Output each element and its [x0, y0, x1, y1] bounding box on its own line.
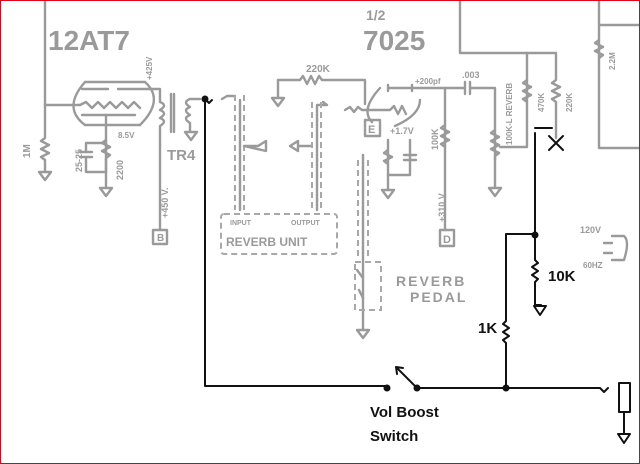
label-reverb-output: OUTPUT [291, 220, 321, 227]
ground-icon [242, 139, 268, 153]
node-d [438, 228, 456, 248]
original-schematic: 1M 12AT7 25-25 2200 8.5V +425V TR4 +450 … [22, 0, 640, 340]
reverb-pedal-box [354, 261, 382, 311]
resistor-1k [502, 233, 536, 389]
capacitor-25 [78, 141, 108, 174]
label-25-25: 25-25 [74, 149, 84, 172]
reverb-output-shield [311, 102, 322, 210]
resistor-1m [39, 103, 51, 174]
label-100k-reverb: 100K-L REVERB [505, 83, 514, 145]
transformer-primary [146, 87, 166, 137]
ground-icon [183, 130, 199, 142]
label-node-b: B [157, 233, 164, 244]
ground-icon [270, 78, 286, 108]
reverb-unit-box [220, 213, 338, 255]
transformer-core [169, 92, 176, 134]
label-switch: Switch [370, 428, 418, 445]
label-1k: 1K [478, 320, 497, 337]
reverb-pedal-shield [357, 160, 369, 260]
ground-icon [355, 328, 371, 340]
label-220k-top: 220K [306, 64, 331, 75]
vol-boost-switch-icon[interactable] [395, 366, 418, 389]
pedal-switch-icon [355, 268, 365, 300]
label-003: .003 [462, 70, 480, 80]
label-reverb-unit: REVERB UNIT [226, 235, 308, 249]
label-10k: 10K [548, 268, 576, 285]
resistor-100k [439, 123, 451, 149]
label-reverb-input: INPUT [230, 220, 252, 227]
tube-heater [366, 104, 408, 116]
mains-plug-icon [602, 234, 629, 262]
label-7025: 7025 [363, 25, 425, 56]
label-2200: 2200 [115, 160, 125, 180]
vol-boost-modification: 1K 10K Vol Boost Switch [201, 95, 631, 445]
label-100k: 100K [430, 128, 440, 150]
switch-contact [383, 384, 391, 392]
wire [204, 98, 213, 104]
wire [204, 98, 386, 387]
label-vol-boost: Vol Boost [370, 404, 439, 421]
tube-envelope [138, 80, 155, 127]
tube-envelope [72, 80, 87, 127]
wire [343, 105, 370, 114]
reverb-input-shield [234, 95, 245, 210]
label-tube2-fraction: 1/2 [366, 7, 386, 23]
label-200pf: +200pf [415, 77, 441, 86]
resistor-10k [531, 234, 539, 306]
label-60hz: 60HZ [583, 261, 603, 270]
label-12at7: 12AT7 [48, 25, 130, 56]
resistor-220k-top [276, 74, 367, 106]
label-reverb-pedal-2: PEDAL [410, 289, 467, 305]
tube-heater [78, 100, 142, 110]
label-1m: 1M [22, 144, 33, 158]
ground-icon [288, 139, 314, 153]
capacitor-003 [443, 80, 497, 162]
label-425v: +425V [145, 56, 154, 80]
reverb-input-line [220, 94, 242, 212]
label-cathode-e: E [368, 124, 375, 136]
potentiometer-reverb [487, 128, 503, 198]
resistor-2-2m [593, 38, 605, 60]
resistor-470k [521, 78, 533, 104]
label-470k: 470K [537, 93, 546, 112]
label-8-5v: 8.5V [118, 131, 135, 140]
cathode-marker [363, 118, 382, 138]
cut-mark-icon [548, 135, 564, 151]
label-450v: +450 V. [160, 188, 170, 218]
label-tr4: TR4 [167, 147, 196, 164]
ground-icon [380, 173, 396, 200]
label-220k: 220K [565, 93, 574, 112]
label-reverb-pedal-1: REVERB [396, 273, 466, 289]
ground-icon [617, 411, 631, 444]
resistor-220k [458, 0, 562, 140]
transformer-secondary [184, 97, 202, 133]
tube-envelope [83, 80, 147, 127]
label-2-2m: 2.2M [608, 52, 617, 70]
label-120v: 120V [580, 225, 601, 235]
label-node-d: D [443, 234, 451, 246]
capacitor-25-2 [402, 153, 418, 162]
cathode-network [386, 138, 412, 177]
label-310v: +310 V [437, 193, 447, 222]
ground-icon [37, 170, 53, 182]
label-1-7v: +1.7V [390, 126, 414, 136]
resistor-820 [382, 148, 394, 166]
node-b [151, 228, 169, 246]
